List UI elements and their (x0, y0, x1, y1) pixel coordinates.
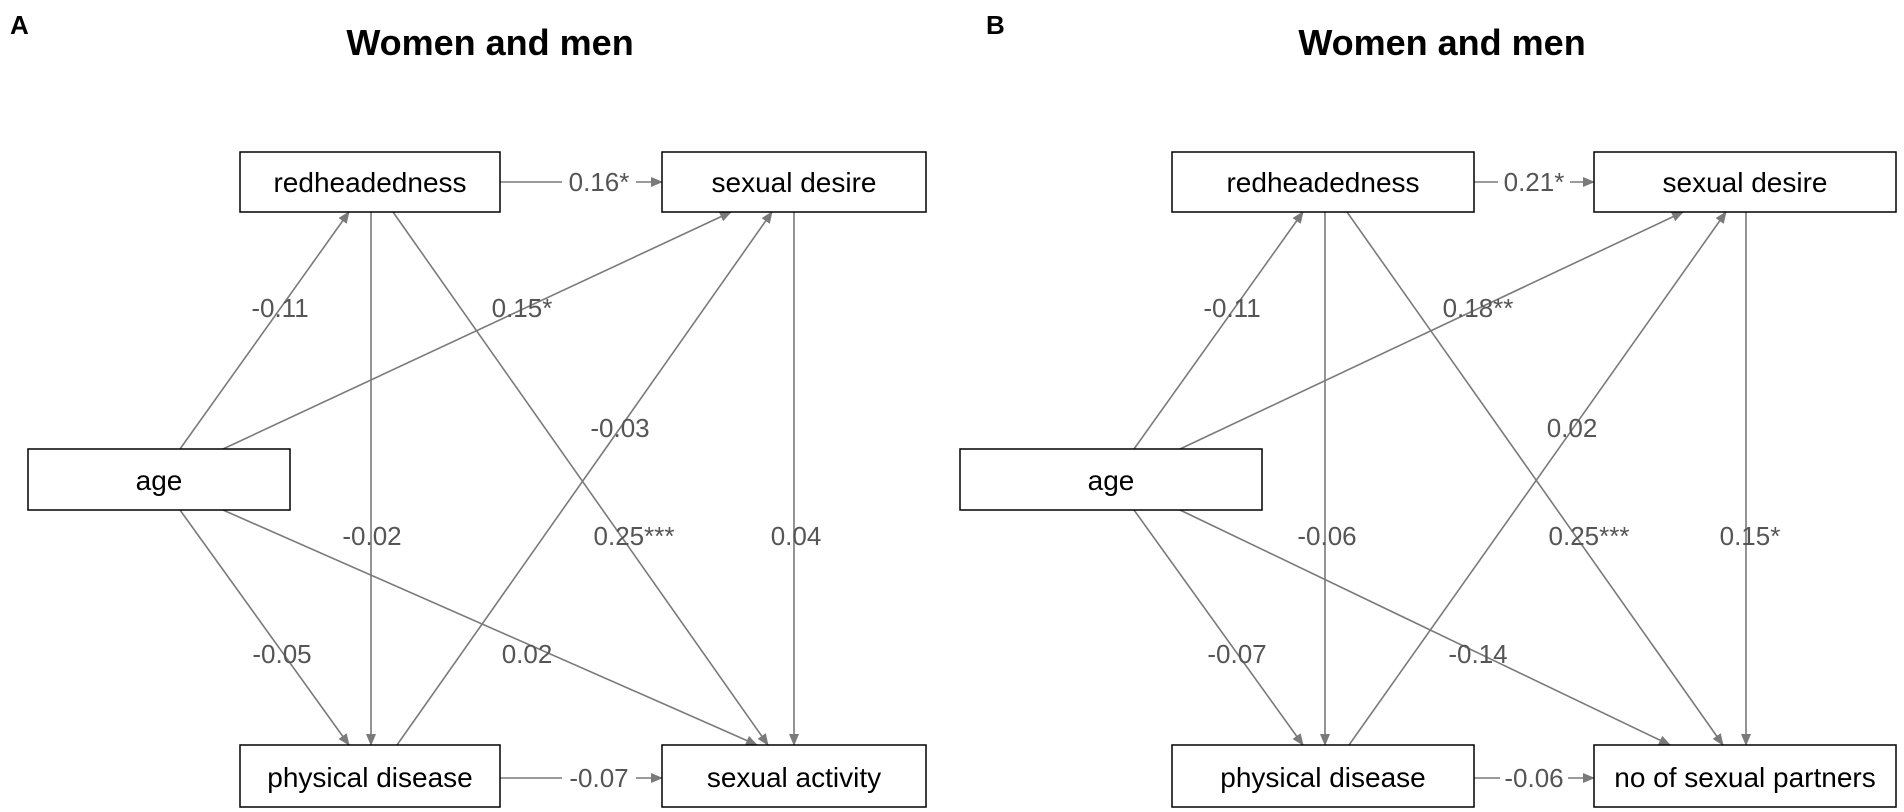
edge-label-physical-disease-to-outcome: -0.07 (569, 763, 628, 793)
edge-label-redheadedness-to-physical-disease: -0.06 (1297, 521, 1356, 551)
edge-age-to-physical-disease (1133, 509, 1304, 746)
panel-a: A Women and men 0.16* -0.11 0.15* -0.03 … (10, 10, 927, 808)
node-label-outcome: sexual activity (707, 762, 881, 793)
edge-label-physical-disease-to-sexual-desire: -0.03 (590, 413, 649, 443)
edge-label-sexual-desire-to-outcome: 0.04 (771, 521, 822, 551)
node-label-age: age (136, 465, 183, 496)
edge-age-to-redheadedness (179, 211, 350, 450)
edges-layer (179, 177, 799, 783)
edge-label-age-to-redheadedness: -0.11 (251, 293, 308, 323)
node-sexual-desire: sexual desire (661, 151, 927, 213)
edge-redheadedness-to-outcome (1346, 211, 1724, 746)
panel-letter: A (10, 10, 29, 40)
edge-label-redheadedness-to-sexual-desire: 0.21* (1504, 167, 1565, 197)
edge-label-redheadedness-to-sexual-desire: 0.16* (569, 167, 630, 197)
edge-age-to-redheadedness (1133, 211, 1304, 450)
edge-age-to-outcome (1179, 509, 1671, 746)
edge-label-age-to-physical-disease: -0.05 (252, 639, 311, 669)
node-outcome: no of sexual partners (1593, 744, 1897, 808)
edge-age-to-physical-disease (179, 509, 350, 746)
edge-label-age-to-outcome: 0.02 (502, 639, 553, 669)
panel-letter: B (986, 10, 1005, 40)
edge-labels-layer: 0.16* -0.11 0.15* -0.03 -0.02 0.25*** 0.… (251, 166, 821, 794)
node-label-redheadedness: redheadedness (1226, 167, 1419, 198)
edge-label-redheadedness-to-physical-disease: -0.02 (342, 521, 401, 551)
node-label-sexual-desire: sexual desire (1663, 167, 1828, 198)
edge-label-age-to-physical-disease: -0.07 (1207, 639, 1266, 669)
node-redheadedness: redheadedness (1171, 151, 1475, 213)
node-physical-disease: physical disease (239, 744, 501, 808)
panel-title: Women and men (1298, 22, 1585, 63)
edge-redheadedness-to-outcome (392, 211, 769, 746)
edge-age-to-outcome (222, 509, 758, 746)
edge-physical-disease-to-sexual-desire (1348, 211, 1727, 746)
edge-label-age-to-outcome: -0.14 (1448, 639, 1507, 669)
nodes-layer: redheadedness sexual desire age physical… (27, 151, 927, 808)
edge-label-age-to-redheadedness: -0.11 (1203, 293, 1260, 323)
edge-label-redheadedness-to-outcome: 0.25*** (1549, 521, 1630, 551)
edge-physical-disease-to-sexual-desire (396, 211, 773, 746)
node-label-outcome: no of sexual partners (1614, 762, 1876, 793)
node-physical-disease: physical disease (1171, 744, 1475, 808)
node-label-age: age (1088, 465, 1135, 496)
node-label-redheadedness: redheadedness (273, 167, 466, 198)
edge-label-age-to-sexual-desire: 0.15* (492, 293, 553, 323)
edge-label-physical-disease-to-outcome: -0.06 (1504, 763, 1563, 793)
node-age: age (27, 448, 291, 511)
node-age: age (959, 448, 1263, 511)
edge-label-redheadedness-to-outcome: 0.25*** (594, 521, 675, 551)
edge-label-physical-disease-to-sexual-desire: 0.02 (1547, 413, 1598, 443)
panel-title: Women and men (346, 22, 633, 63)
node-redheadedness: redheadedness (239, 151, 501, 213)
edge-labels-layer: 0.21* -0.11 0.18** 0.02 -0.06 0.25*** 0.… (1203, 166, 1780, 794)
node-label-physical-disease: physical disease (1220, 762, 1425, 793)
edge-label-sexual-desire-to-outcome: 0.15* (1720, 521, 1781, 551)
node-sexual-desire: sexual desire (1593, 151, 1897, 213)
nodes-layer: redheadedness sexual desire age physical… (959, 151, 1897, 808)
node-label-sexual-desire: sexual desire (712, 167, 877, 198)
edge-label-age-to-sexual-desire: 0.18** (1443, 293, 1514, 323)
node-outcome: sexual activity (661, 744, 927, 808)
node-label-physical-disease: physical disease (267, 762, 472, 793)
panel-b: B Women and men 0.21* -0.11 0.18** 0.02 … (959, 10, 1897, 808)
